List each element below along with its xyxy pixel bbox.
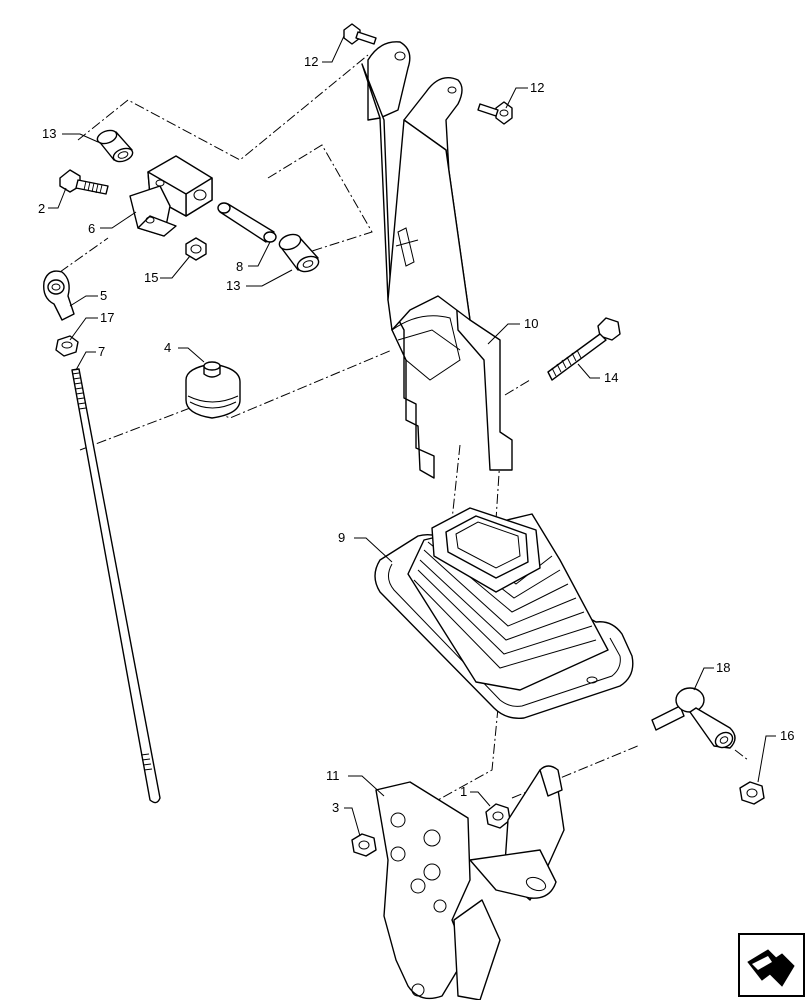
- callout-18: 18: [716, 660, 730, 675]
- callout-1: 1: [460, 784, 467, 799]
- part-6-block: [129, 155, 213, 237]
- part-17-nut: [55, 335, 79, 357]
- part-12-screw-top: [343, 23, 377, 45]
- part-15-nut: [185, 237, 207, 261]
- part-4-boot: [185, 361, 241, 419]
- part-11-bracket: [375, 765, 565, 1000]
- part-8-pin: [217, 202, 277, 243]
- callout-8: 8: [236, 259, 243, 274]
- callout-2: 2: [38, 201, 45, 216]
- callout-labels: 12 12 13 2 6 8 15 13 5 17 7 4 10 14 9 18…: [38, 54, 794, 815]
- part-18-ball-joint: [651, 687, 736, 749]
- callout-13-lower: 13: [226, 278, 240, 293]
- part-10-lever: [361, 41, 513, 479]
- part-3-nut: [351, 833, 377, 857]
- callout-11: 11: [326, 768, 340, 783]
- part-2-bolt: [59, 169, 109, 195]
- callout-9: 9: [338, 530, 345, 545]
- callout-10: 10: [524, 316, 538, 331]
- callout-4: 4: [164, 340, 171, 355]
- part-12-screw-right: [477, 101, 513, 125]
- callout-5: 5: [100, 288, 107, 303]
- callout-17: 17: [100, 310, 114, 325]
- part-13-bushing-lower: [278, 233, 320, 273]
- callout-7: 7: [98, 344, 105, 359]
- callout-16: 16: [780, 728, 794, 743]
- callout-3: 3: [332, 800, 339, 815]
- part-13-bushing-upper: [96, 129, 134, 163]
- part-1-nut: [485, 803, 511, 829]
- part-5-rod-end: [43, 270, 75, 321]
- callout-12-right: 12: [530, 80, 544, 95]
- part-14-bolt: [547, 317, 621, 381]
- part-16-nut: [739, 781, 765, 805]
- leader-lines: [48, 35, 776, 837]
- callout-12-top: 12: [304, 54, 318, 69]
- callout-14: 14: [604, 370, 618, 385]
- part-7-rod: [71, 368, 161, 804]
- callout-6: 6: [88, 221, 95, 236]
- callout-15: 15: [144, 270, 158, 285]
- callout-13-upper: 13: [42, 126, 56, 141]
- part-9-boot: [374, 507, 634, 719]
- next-page-arrow-icon[interactable]: [738, 933, 805, 997]
